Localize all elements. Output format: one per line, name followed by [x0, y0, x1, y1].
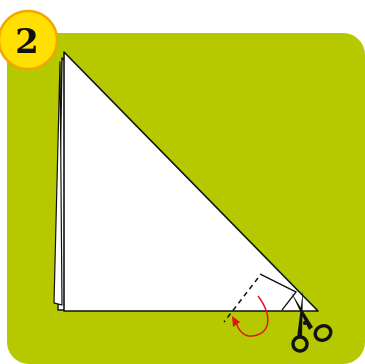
step-number: 2: [15, 22, 39, 62]
step-badge: 2: [0, 11, 57, 69]
